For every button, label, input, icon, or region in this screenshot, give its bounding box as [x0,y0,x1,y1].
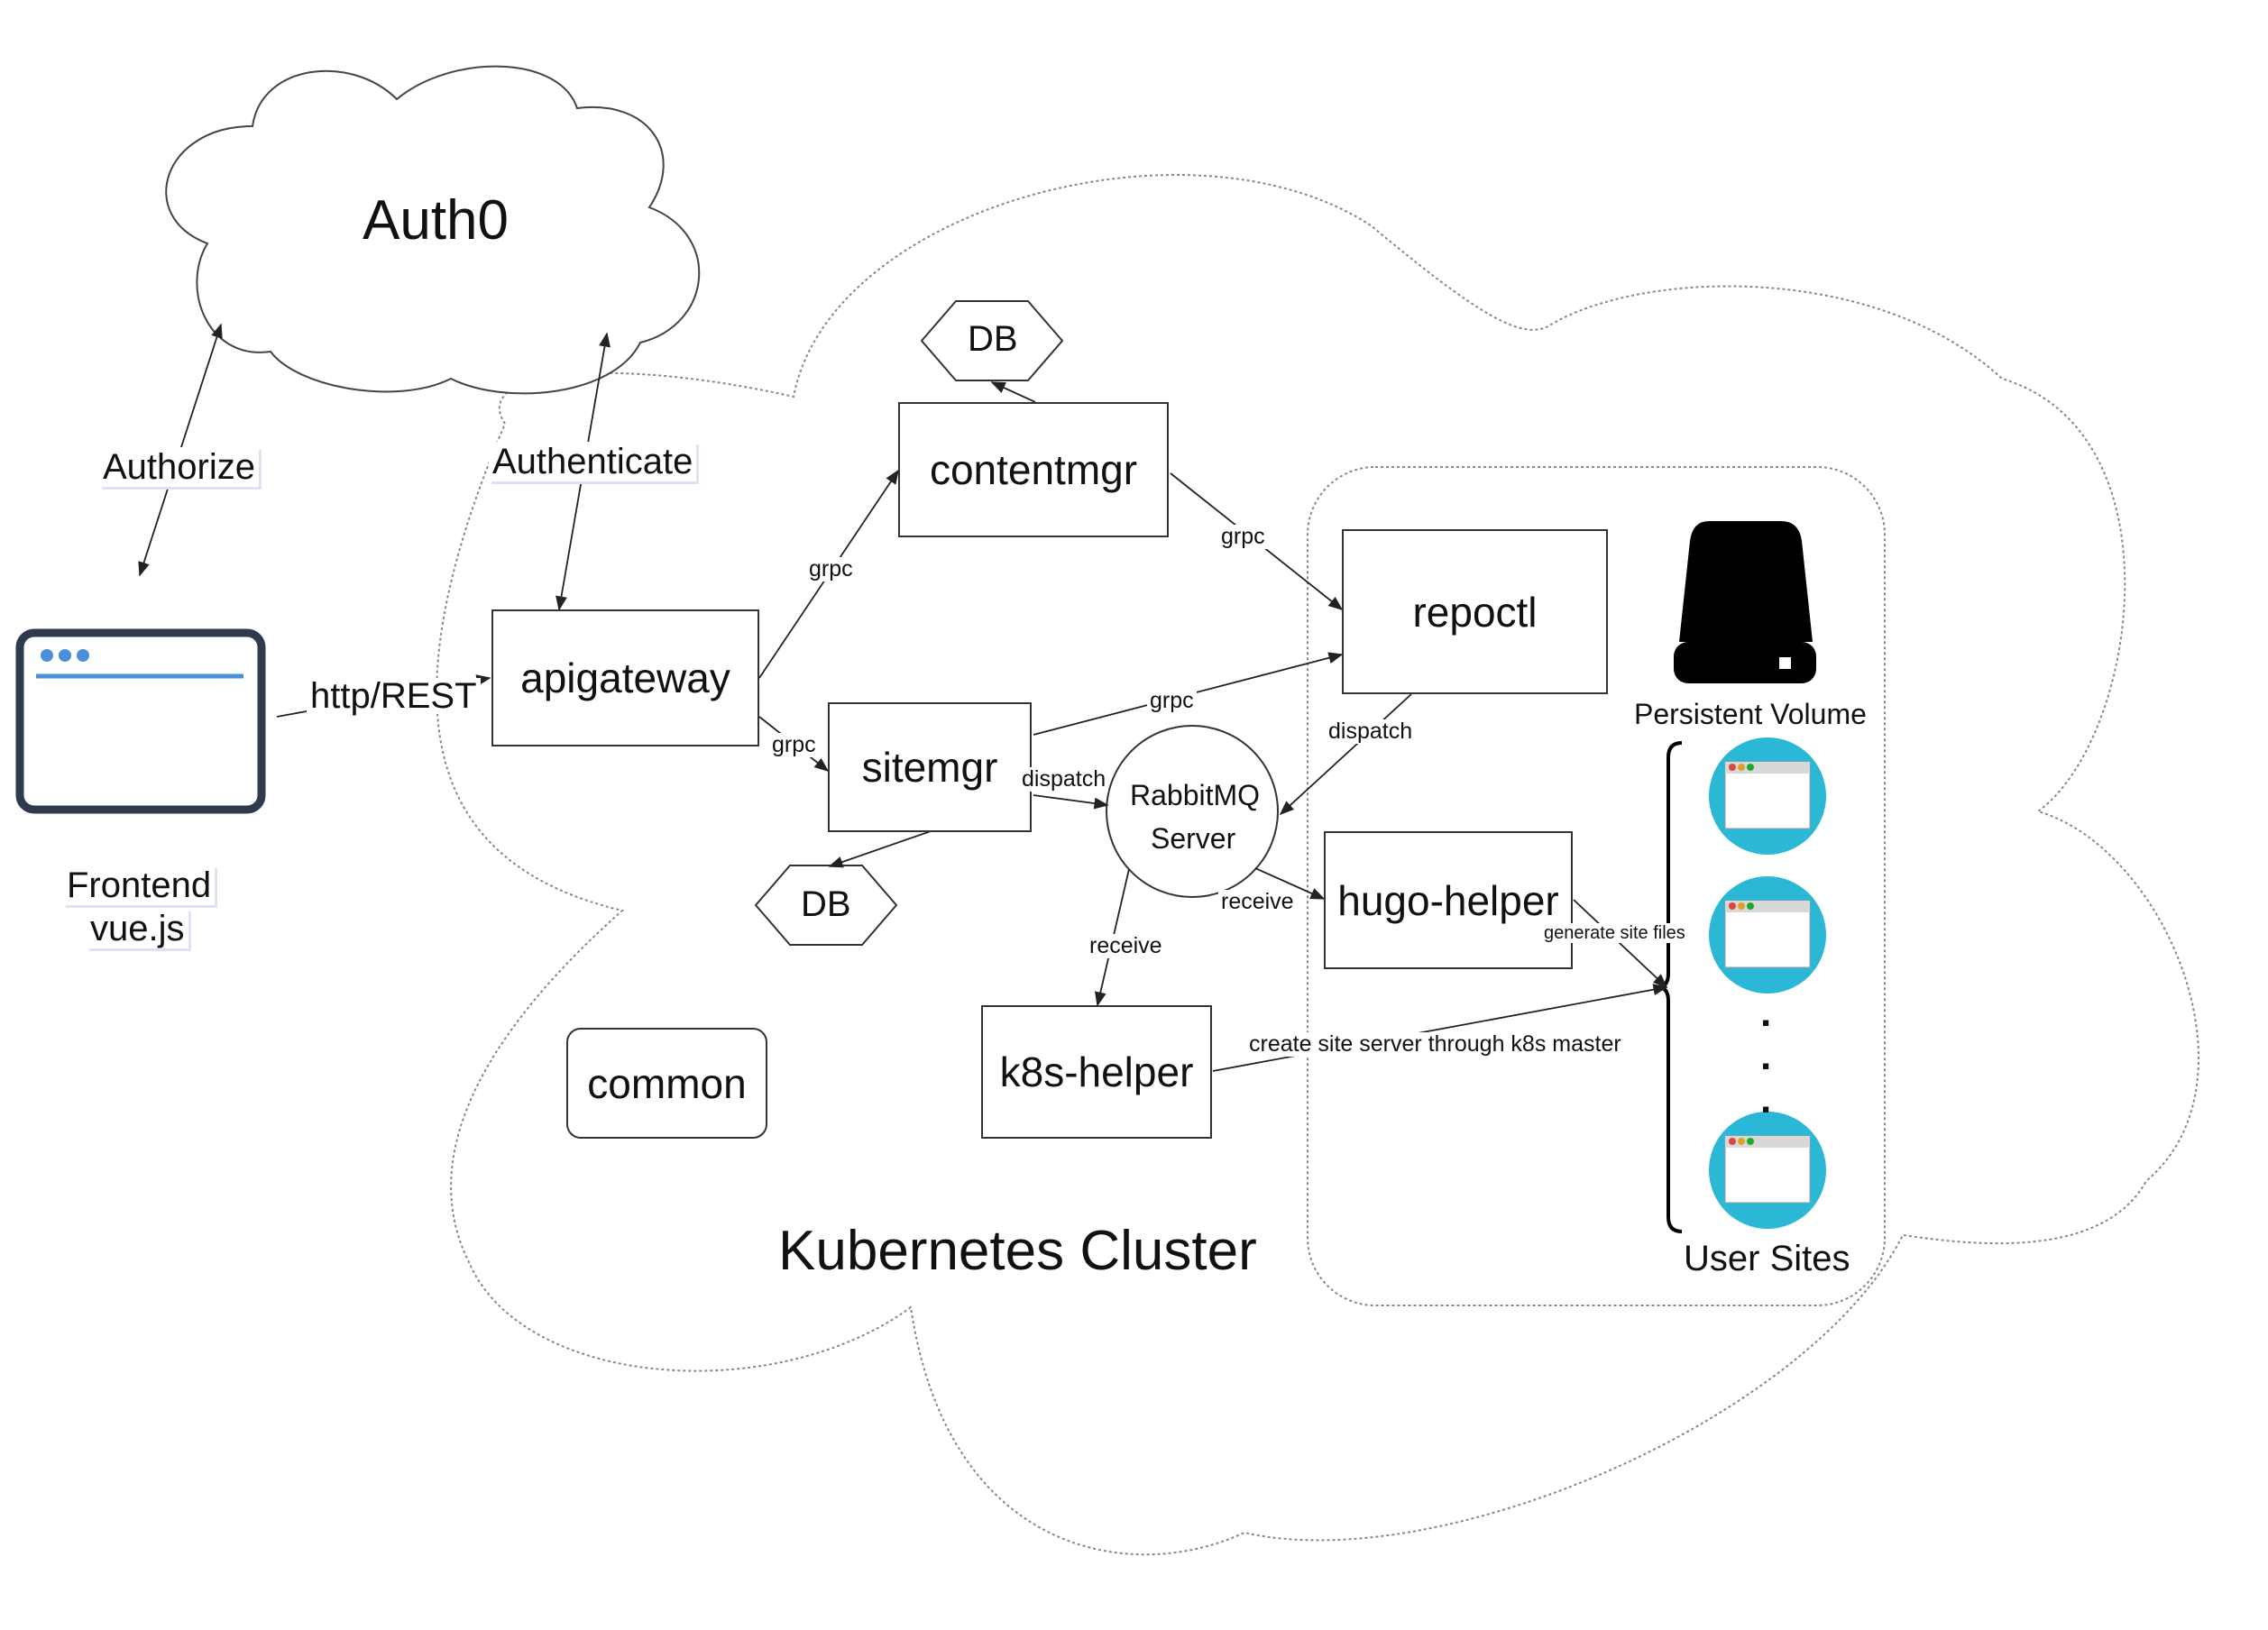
dispatch-label: dispatch [1326,719,1416,744]
dispatch-label: dispatch [1019,767,1109,792]
auth0-cloud [165,65,701,395]
hugo-helper-label: hugo-helper [1337,876,1559,924]
rabbitmq-sublabel: Server [1151,822,1236,855]
edge-repoctl-rabbitmq [1279,693,1412,816]
ellipsis-dot: . [1760,991,1772,1035]
ellipsis-dot: . [1760,1077,1772,1122]
repoctl-service: repoctl [1342,529,1608,694]
grpc-label: grpc [806,557,856,581]
contentmgr-service: contentmgr [898,402,1169,537]
edge-contentmgr-db [990,381,1036,403]
rabbitmq-circle [1106,725,1279,898]
generate-site-files-label: generate site files [1542,923,1687,943]
apigateway-service: apigateway [491,609,759,746]
grpc-label: grpc [1147,689,1197,713]
grpc-label: grpc [1218,525,1268,549]
rabbitmq-label: RabbitMQ [1130,779,1261,811]
db-hexagon-top [920,300,1064,381]
receive-label: receive [1218,890,1297,914]
db-hexagon-bottom [754,865,898,946]
http-rest-label: http/REST [307,678,481,714]
db-bottom-label: DB [801,884,851,924]
grpc-label: grpc [769,733,819,757]
kubernetes-cluster-cloud [436,174,2199,1556]
user-site-icon [1709,1112,1826,1229]
create-site-server-label: create site server through k8s master [1246,1032,1624,1057]
edge-rabbitmq-hugo [1254,867,1326,900]
user-sites-label: User Sites [1684,1239,1850,1278]
hard-drive-icon [1674,521,1816,683]
repoctl-label: repoctl [1412,588,1538,636]
persistent-volume-label: Persistent Volume [1634,698,1867,730]
user-site-icon [1709,876,1826,994]
common-label: common [587,1059,747,1107]
edge-hugo-usersites [1573,899,1668,989]
k8s-helper-label: k8s-helper [999,1049,1194,1095]
browser-window-icon [15,628,266,814]
edge-sitemgr-rabbitmq [1033,794,1109,810]
auth0-title: Auth0 [363,189,510,252]
k8s-helper-service: k8s-helper [981,1005,1212,1139]
sitemgr-service: sitemgr [828,702,1032,832]
frontend-label: Frontend [63,865,216,905]
frontend-sublabel: vue.js [87,909,188,948]
edge-k8s-usersites [1212,984,1668,1072]
db-top-label: DB [968,319,1018,359]
hugo-helper-service: hugo-helper [1324,831,1573,969]
ellipsis-dot: . [1760,1034,1772,1078]
user-site-icon [1709,737,1826,855]
cluster-title: Kubernetes Cluster [778,1220,1257,1282]
common-module: common [566,1028,767,1139]
contentmgr-label: contentmgr [929,446,1138,493]
authorize-label: Authorize [99,447,259,487]
sitemgr-label: sitemgr [861,744,998,791]
receive-label: receive [1087,934,1165,958]
edge-sitemgr-db [828,830,932,868]
authenticate-label: Authenticate [489,442,697,481]
persistent-region [1307,466,1886,1306]
apigateway-label: apigateway [520,655,730,701]
